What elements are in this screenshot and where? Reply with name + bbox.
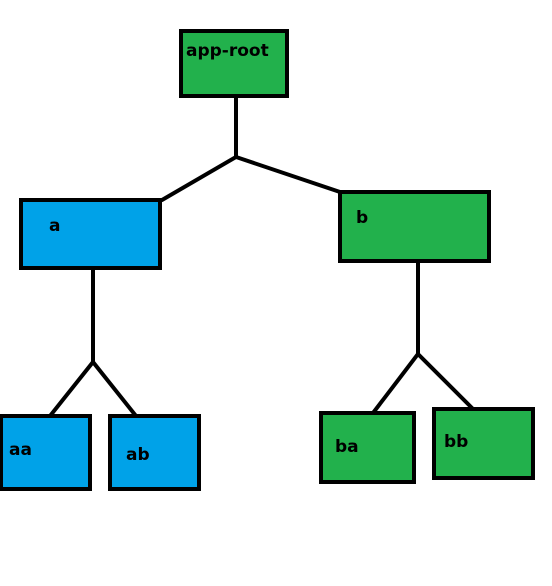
node-box [319,411,416,484]
node-label: bb [444,432,468,452]
node-box [108,414,201,491]
node-b: b [338,190,491,263]
node-label: b [356,208,368,228]
edge-root-b [234,94,342,194]
edge-a-aa [48,266,95,418]
node-a: a [19,198,162,270]
edge-b-bb [416,259,475,411]
node-bb: bb [432,407,535,480]
node-app-root: app-root [179,29,289,98]
node-box [179,29,289,98]
node-aa: aa [0,414,92,491]
node-ba: ba [319,411,416,484]
edge-b-ba [371,259,420,415]
edge-root-a [160,94,238,202]
node-label: a [49,216,60,236]
node-ab: ab [108,414,201,491]
edge-a-ab [91,266,138,418]
node-label: ab [126,445,150,465]
node-label: ba [335,437,359,457]
node-box [0,414,92,491]
node-box [338,190,491,263]
node-box [19,198,162,270]
node-label: app-root [186,41,269,61]
edges [48,94,475,418]
node-label: aa [9,440,32,460]
node-box [432,407,535,480]
